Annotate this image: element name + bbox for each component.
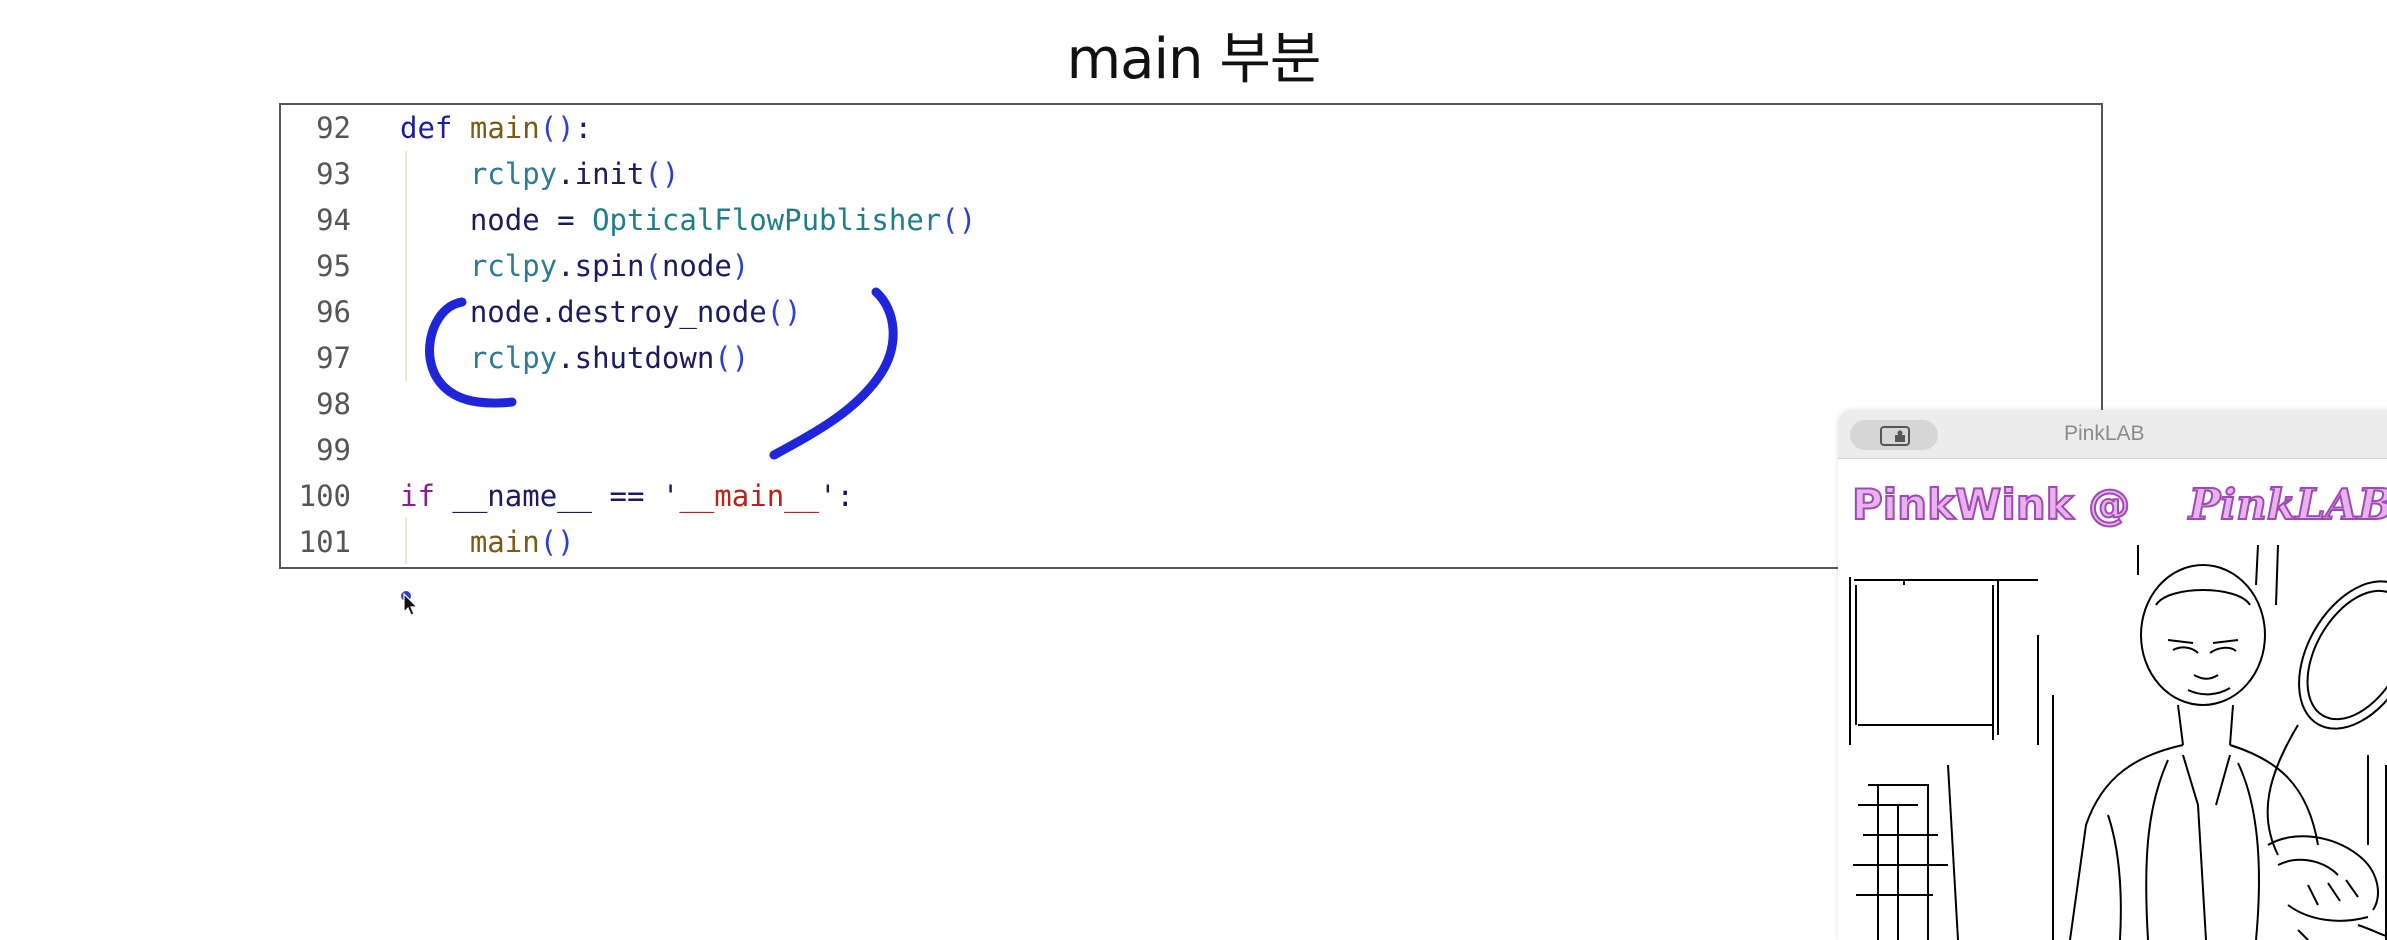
code-line: 96 node.destroy_node() — [281, 289, 2101, 335]
indent-guide — [405, 151, 407, 381]
banner-right-text: PinkLAB — [2188, 479, 2387, 530]
line-number: 92 — [316, 111, 351, 145]
code-text: rclpy.init() — [469, 157, 680, 191]
channel-banner: PinkWink @ PinkLAB — [1851, 479, 2387, 530]
banner-left-text: PinkWink @ — [1851, 479, 2131, 530]
code-line: 94 node = OpticalFlowPublisher() — [281, 197, 2101, 243]
line-number: 99 — [316, 433, 351, 467]
line-number: 101 — [298, 525, 351, 559]
pip-toggle-button[interactable] — [1850, 420, 1938, 450]
indent-guide — [405, 518, 407, 564]
line-number: 100 — [298, 479, 351, 513]
code-line: 99 — [281, 427, 2101, 473]
code-text: node = OpticalFlowPublisher() — [469, 203, 977, 237]
code-line: 98 — [281, 381, 2101, 427]
line-number: 96 — [316, 295, 351, 329]
video-window-title: PinkLAB — [2064, 422, 2145, 445]
code-text: rclpy.spin(node) — [469, 249, 750, 283]
code-text: main() — [469, 525, 575, 559]
line-number: 94 — [316, 203, 351, 237]
line-number: 95 — [316, 249, 351, 283]
code-text: def main(): — [400, 111, 593, 145]
code-text: node.destroy_node() — [469, 295, 802, 329]
line-number: 93 — [316, 157, 351, 191]
picture-in-picture-icon — [1880, 426, 1910, 446]
code-line: 93 rclpy.init() — [281, 151, 2101, 197]
presenter-video-feed — [1838, 545, 2387, 940]
code-line: 100 if __name__ == '__main__': — [281, 473, 2101, 519]
line-number: 97 — [316, 341, 351, 375]
video-window[interactable]: PinkLAB PinkWink @ PinkLAB — [1838, 410, 2387, 940]
video-window-titlebar[interactable]: PinkLAB — [1838, 410, 2387, 459]
code-text: if __name__ == '__main__': — [400, 479, 855, 513]
code-line: 92 def main(): — [281, 105, 2101, 151]
mouse-cursor-icon — [401, 591, 419, 616]
line-number: 98 — [316, 387, 351, 421]
code-line: 97 rclpy.shutdown() — [281, 335, 2101, 381]
code-text: rclpy.shutdown() — [469, 341, 750, 375]
slide-title: main 부분 — [1066, 27, 1322, 92]
code-line: 101 main() — [281, 519, 2101, 565]
code-line: 95 rclpy.spin(node) — [281, 243, 2101, 289]
